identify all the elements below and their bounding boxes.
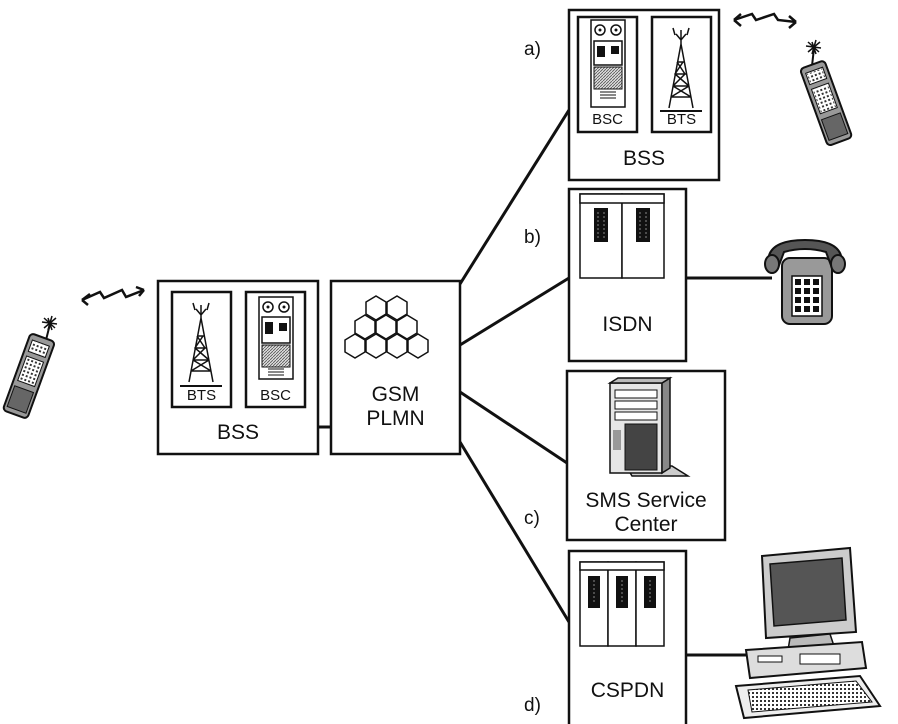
- branch-a-letter: a): [524, 39, 541, 60]
- left-bts-label: BTS: [186, 387, 217, 404]
- branch-a-bts-label: BTS: [666, 111, 697, 128]
- core-label-line1: GSM: [371, 383, 420, 406]
- gsm-plmn-box: [329, 279, 462, 456]
- link-core-b: [459, 276, 570, 347]
- bsc-cabinet-icon: [258, 296, 294, 380]
- desktop-computer-icon: [734, 546, 882, 720]
- branch-c-label-line1: SMS Service: [585, 489, 707, 512]
- left-bss-label: BSS: [216, 421, 260, 444]
- server-tower-icon: [607, 376, 691, 477]
- branch-b-letter: b): [524, 227, 541, 248]
- cellular-hexagon-icon: [344, 295, 429, 359]
- branch-d-letter: d): [524, 695, 541, 716]
- connection-lines: [318, 109, 772, 657]
- isdn-switch-cabinet-icon: [579, 193, 665, 279]
- mobile-phone-icon: [2, 315, 58, 419]
- radio-signal-icon: [81, 285, 145, 306]
- branch-d-cspdn-box: [567, 549, 688, 724]
- antenna-tower-icon: [188, 302, 214, 383]
- cspdn-switch-cabinet-icon: [579, 561, 665, 647]
- left-bsc-label: BSC: [260, 387, 291, 404]
- link-core-d: [458, 441, 571, 623]
- branch-c-sms-box: [565, 369, 727, 542]
- branch-a-bss-label: BSS: [622, 147, 666, 170]
- left-bss-box: [156, 279, 320, 456]
- branch-b-isdn-box: [567, 187, 688, 363]
- branch-b-isdn-label: ISDN: [602, 313, 653, 336]
- link-core-a: [458, 109, 571, 285]
- telephone-icon: [764, 238, 846, 325]
- branch-c-label-line2: Center: [614, 513, 678, 536]
- core-label-line2: PLMN: [366, 407, 425, 430]
- link-core-c: [459, 390, 568, 465]
- branch-a-bss-box: [567, 8, 721, 182]
- branch-a-mobile-phone-icon: [799, 39, 853, 147]
- branch-a-antenna-tower-icon: [668, 27, 694, 109]
- branch-a-radio-signal-icon: [733, 12, 797, 29]
- branch-d-cspdn-label: CSPDN: [590, 679, 665, 702]
- branch-a-bsc-cabinet-icon: [590, 19, 626, 108]
- branch-a-bsc-label: BSC: [592, 111, 623, 128]
- branch-c-letter: c): [524, 508, 540, 529]
